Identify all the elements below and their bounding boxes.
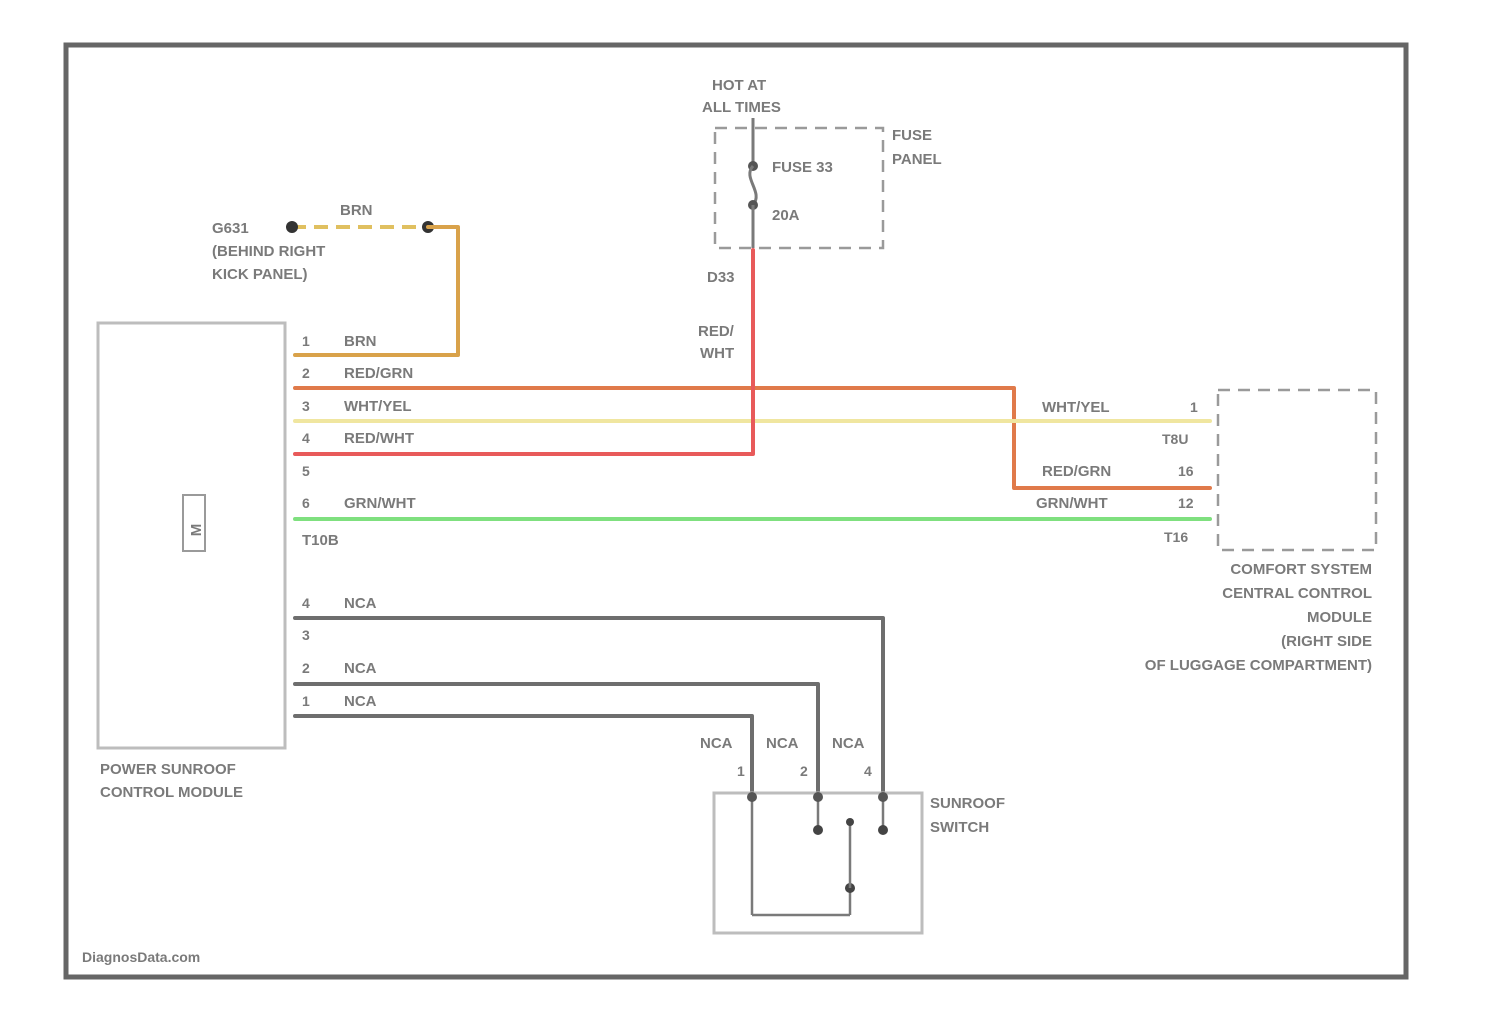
module-switch-pin-1-color: NCA bbox=[344, 693, 377, 710]
module-pin-5: 5 bbox=[302, 463, 310, 479]
module-switch-pin-2-color: NCA bbox=[344, 660, 377, 677]
ground-label-line2: (BEHIND RIGHT bbox=[212, 243, 325, 260]
fuse-wire-color-line2: WHT bbox=[700, 345, 734, 362]
module-pin-4-color: RED/WHT bbox=[344, 430, 414, 447]
hot-label-line2: ALL TIMES bbox=[702, 99, 781, 116]
fuse-panel-label-line1: FUSE bbox=[892, 127, 932, 144]
module-pin-3-color: WHT/YEL bbox=[344, 398, 412, 415]
fuse-rating: 20A bbox=[772, 207, 800, 224]
module-switch-pin-3: 3 bbox=[302, 627, 310, 643]
module-label-line1: POWER SUNROOF bbox=[100, 761, 236, 778]
comfort-label-line1: COMFORT SYSTEM bbox=[1230, 561, 1372, 578]
comfort-pin-16-color: RED/GRN bbox=[1042, 463, 1111, 480]
fuse-wire-color-line1: RED/ bbox=[698, 323, 735, 340]
module-pin-1: 1 bbox=[302, 333, 310, 349]
switch-pin-1: 1 bbox=[737, 763, 745, 779]
module-connector-label: T10B bbox=[302, 532, 339, 549]
module-switch-pin-4-color: NCA bbox=[344, 595, 377, 612]
diagram-border bbox=[66, 45, 1406, 977]
comfort-label-line3: MODULE bbox=[1307, 609, 1372, 626]
fuse-panel-label-line2: PANEL bbox=[892, 151, 942, 168]
fuse-label: FUSE 33 bbox=[772, 159, 833, 176]
switch-terminal-2 bbox=[813, 792, 823, 802]
switch-terminal-1 bbox=[747, 792, 757, 802]
comfort-pin-1: 1 bbox=[1190, 399, 1198, 415]
module-pin-2: 2 bbox=[302, 365, 310, 381]
watermark: DiagnosData.com bbox=[82, 949, 200, 965]
ground-label-line3: KICK PANEL) bbox=[212, 266, 308, 283]
module-pin-3: 3 bbox=[302, 398, 310, 414]
switch-wire-color-4: NCA bbox=[832, 735, 865, 752]
switch-pin-2: 2 bbox=[800, 763, 808, 779]
switch-arm-tip bbox=[846, 818, 854, 826]
comfort-label-line4: (RIGHT SIDE bbox=[1281, 633, 1372, 650]
module-switch-pin-1: 1 bbox=[302, 693, 310, 709]
comfort-pin-12-color: GRN/WHT bbox=[1036, 495, 1108, 512]
module-switch-pin-2: 2 bbox=[302, 660, 310, 676]
module-pin-4: 4 bbox=[302, 430, 310, 446]
hot-label-line1: HOT AT bbox=[712, 77, 766, 94]
switch-contact-pin4 bbox=[878, 825, 888, 835]
comfort-connector-t8u: T8U bbox=[1162, 431, 1188, 447]
module-pin-6-color: GRN/WHT bbox=[344, 495, 416, 512]
switch-wire-color-1: NCA bbox=[700, 735, 733, 752]
comfort-pin-1-color: WHT/YEL bbox=[1042, 399, 1110, 416]
switch-terminal-4 bbox=[878, 792, 888, 802]
module-pin-1-color: BRN bbox=[344, 333, 377, 350]
comfort-pin-16: 16 bbox=[1178, 463, 1194, 479]
switch-contact-pin2 bbox=[813, 825, 823, 835]
switch-pin-4: 4 bbox=[864, 763, 872, 779]
comfort-connector-t16: T16 bbox=[1164, 529, 1188, 545]
switch-label-line2: SWITCH bbox=[930, 819, 989, 836]
module-pin-2-color: RED/GRN bbox=[344, 365, 413, 382]
switch-wire-color-2: NCA bbox=[766, 735, 799, 752]
comfort-label-line5: OF LUGGAGE COMPARTMENT) bbox=[1145, 657, 1372, 674]
ground-label-line1: G631 bbox=[212, 220, 249, 237]
ground-wire-color: BRN bbox=[340, 202, 373, 219]
module-label-line2: CONTROL MODULE bbox=[100, 784, 243, 801]
comfort-label-line2: CENTRAL CONTROL bbox=[1222, 585, 1372, 602]
ground-point bbox=[286, 221, 298, 233]
fuse-pin-label: D33 bbox=[707, 269, 735, 286]
motor-icon: M bbox=[188, 524, 205, 537]
comfort-pin-12: 12 bbox=[1178, 495, 1194, 511]
module-switch-pin-4: 4 bbox=[302, 595, 310, 611]
switch-label-line1: SUNROOF bbox=[930, 795, 1005, 812]
module-pin-6: 6 bbox=[302, 495, 310, 511]
